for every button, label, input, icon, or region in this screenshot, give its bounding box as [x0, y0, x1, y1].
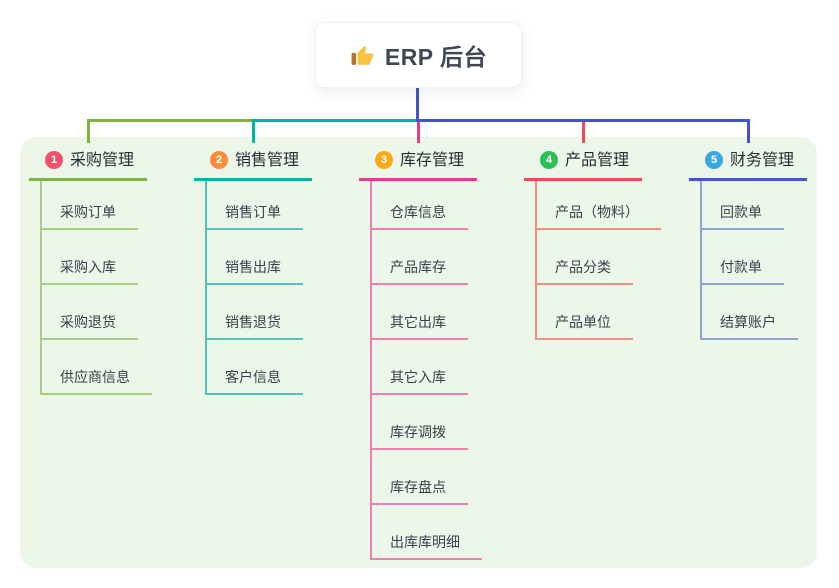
branch-number-badge: 4: [540, 151, 558, 169]
branch-connector-drop: [417, 119, 420, 143]
child-node[interactable]: 采购入库: [42, 259, 138, 285]
branch-connector-drop: [87, 119, 90, 143]
branch-label: 库存管理: [400, 151, 465, 169]
child-node[interactable]: 采购订单: [42, 204, 138, 230]
branch-4: 4 产品管理 产品（物料） 产品分类产品单位: [524, 150, 661, 340]
branch-node[interactable]: 3 库存管理: [359, 151, 478, 181]
branch-5: 5 财务管理 回款单付款单结算账户: [689, 150, 808, 340]
branch-connector-line: [252, 119, 420, 122]
child-row: 产品单位: [537, 285, 661, 340]
child-node[interactable]: 销售退货: [207, 314, 303, 340]
branch-3: 3 库存管理 仓库信息产品库存其它出库其它入库库存调拨库存盘点出库库明细: [359, 150, 482, 560]
child-node[interactable]: 产品（物料）: [537, 204, 661, 230]
child-node[interactable]: 结算账户: [702, 314, 798, 340]
child-node[interactable]: 供应商信息: [42, 369, 152, 395]
child-row: 销售出库: [207, 230, 312, 285]
branch-label: 财务管理: [730, 151, 795, 169]
child-row: 销售订单: [207, 181, 312, 230]
branches-panel: [20, 137, 817, 568]
branch-number-badge: 5: [705, 151, 723, 169]
root-title: ERP 后台: [384, 44, 488, 70]
branch-node[interactable]: 4 产品管理: [524, 151, 643, 181]
child-row: 其它出库: [372, 285, 482, 340]
child-row: 产品分类: [537, 230, 661, 285]
branch-connector-drop: [252, 119, 255, 143]
child-row: 付款单: [702, 230, 807, 285]
child-node[interactable]: 销售订单: [207, 204, 303, 230]
child-row: 产品库存: [372, 230, 482, 285]
child-node[interactable]: 采购退货: [42, 314, 138, 340]
child-row: 其它入库: [372, 340, 482, 395]
child-row: 采购订单: [42, 181, 152, 230]
branch-label: 采购管理: [70, 151, 135, 169]
branch-connector-line: [417, 119, 750, 122]
child-row: 销售退货: [207, 285, 312, 340]
child-node[interactable]: 出库库明细: [372, 534, 482, 560]
child-row: 产品（物料）: [537, 181, 661, 230]
child-node[interactable]: 产品单位: [537, 314, 633, 340]
thumbs-up-icon: [350, 43, 375, 68]
child-node[interactable]: 库存盘点: [372, 479, 468, 505]
child-node[interactable]: 产品库存: [372, 259, 468, 285]
branch-number-badge: 2: [210, 151, 228, 169]
child-row: 结算账户: [702, 285, 807, 340]
branch-number-badge: 1: [45, 151, 63, 169]
child-row: 出库库明细: [372, 505, 482, 560]
branch-1: 1 采购管理 采购订单采购入库采购退货供应商信息: [29, 150, 152, 395]
child-row: 采购入库: [42, 230, 152, 285]
branch-node[interactable]: 5 财务管理: [689, 151, 808, 181]
root-connector-line: [416, 87, 419, 122]
branch-children: 采购订单采购入库采购退货供应商信息: [40, 180, 152, 395]
child-node[interactable]: 产品分类: [537, 259, 633, 285]
root-node[interactable]: ERP 后台: [315, 22, 522, 88]
child-row: 采购退货: [42, 285, 152, 340]
branch-connector-drop: [747, 119, 750, 143]
child-row: 回款单: [702, 181, 807, 230]
branch-connector-drop: [582, 119, 585, 143]
branch-node[interactable]: 1 采购管理: [29, 151, 148, 181]
child-row: 库存调拨: [372, 395, 482, 450]
child-node[interactable]: 销售出库: [207, 259, 303, 285]
branch-children: 销售订单销售出库销售退货客户信息: [205, 180, 312, 395]
child-node[interactable]: 其它出库: [372, 314, 468, 340]
child-row: 仓库信息: [372, 181, 482, 230]
branch-2: 2 销售管理 销售订单销售出库销售退货客户信息: [194, 150, 313, 395]
branch-children: 仓库信息产品库存其它出库其它入库库存调拨库存盘点出库库明细: [370, 180, 482, 560]
child-node[interactable]: 回款单: [702, 204, 784, 230]
branch-label: 产品管理: [565, 151, 630, 169]
child-row: 库存盘点: [372, 450, 482, 505]
branch-label: 销售管理: [235, 151, 300, 169]
child-node[interactable]: 客户信息: [207, 369, 303, 395]
child-node[interactable]: 其它入库: [372, 369, 468, 395]
child-row: 客户信息: [207, 340, 312, 395]
child-node[interactable]: 付款单: [702, 259, 784, 285]
branch-children: 产品（物料） 产品分类产品单位: [535, 180, 661, 340]
child-row: 供应商信息: [42, 340, 152, 395]
branch-number-badge: 3: [375, 151, 393, 169]
branch-node[interactable]: 2 销售管理: [194, 151, 313, 181]
branch-children: 回款单付款单结算账户: [700, 180, 807, 340]
child-node[interactable]: 仓库信息: [372, 204, 468, 230]
child-node[interactable]: 库存调拨: [372, 424, 468, 450]
